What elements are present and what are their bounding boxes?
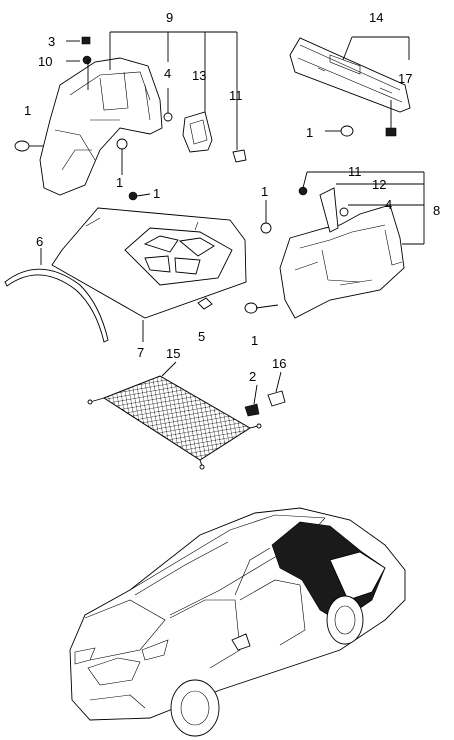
trim-bracket-13 — [182, 111, 213, 153]
cargo-net — [87, 375, 262, 470]
callout-5: 5 — [198, 329, 205, 344]
callout-17: 17 — [398, 71, 412, 86]
right-trunk-side-trim — [279, 204, 405, 319]
hook-16 — [267, 371, 286, 407]
push-pin-1f — [244, 302, 279, 314]
clip-11 — [232, 149, 247, 163]
callout-4: 4 — [385, 197, 392, 212]
push-pin-1c — [128, 191, 151, 201]
callout-11: 11 — [348, 164, 362, 179]
callout-2: 2 — [249, 369, 256, 384]
callout-15: 15 — [166, 346, 180, 361]
callout-16: 16 — [272, 356, 286, 371]
trim-bracket-12 — [319, 187, 339, 233]
callout-9: 9 — [166, 10, 173, 25]
callout-13: 13 — [192, 68, 206, 83]
hook-2 — [244, 384, 260, 417]
push-pin-1a — [14, 140, 44, 152]
push-pin-1e — [260, 200, 272, 234]
callout-6: 6 — [36, 234, 43, 249]
clip-17 — [385, 100, 397, 137]
callout-1: 1 — [306, 125, 313, 140]
clip-10 — [66, 55, 92, 65]
callout-1: 1 — [24, 103, 31, 118]
fastener-4b — [339, 207, 349, 217]
callout-1: 1 — [251, 333, 258, 348]
rear-package-tray-trim — [289, 37, 411, 113]
trunk-floor-mat — [51, 207, 247, 319]
callout-12: 12 — [372, 177, 386, 192]
push-pin-1d — [325, 125, 354, 137]
callout-1: 1 — [116, 175, 123, 190]
callout-10: 10 — [38, 54, 52, 69]
callout-4: 4 — [164, 66, 171, 81]
callout-1: 1 — [261, 184, 268, 199]
callout-11: 11 — [229, 88, 243, 103]
fastener-4 — [163, 88, 173, 122]
push-pin-1b — [116, 138, 128, 175]
callout-1: 1 — [153, 186, 160, 201]
clip-11b — [298, 186, 308, 196]
sedan-illustration — [69, 507, 406, 737]
trim-strip-6 — [4, 268, 109, 343]
callout-7: 7 — [137, 345, 144, 360]
callout-3: 3 — [48, 34, 55, 49]
tray-5 — [197, 297, 213, 310]
screw-3 — [66, 36, 91, 45]
callout-14: 14 — [369, 10, 383, 25]
callout-8: 8 — [433, 203, 440, 218]
left-trunk-side-trim — [39, 57, 163, 196]
